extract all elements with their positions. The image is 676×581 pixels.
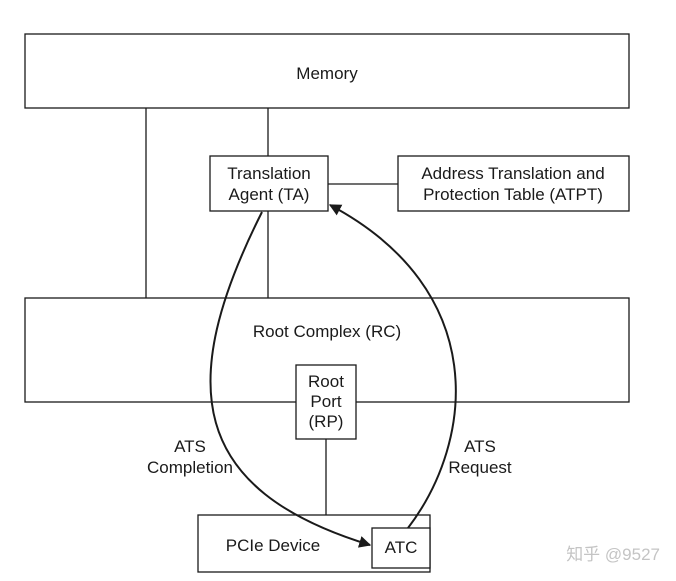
root-port-label-line1: Root — [308, 372, 344, 391]
translation-agent-box — [209, 155, 329, 212]
atpt-box — [397, 155, 630, 212]
ats-completion-label-line1: ATS — [174, 437, 206, 456]
ats-completion-arrow — [209, 211, 372, 548]
atpt-label-line2: Protection Table (ATPT) — [423, 185, 603, 204]
ats-request-label-line2: Request — [448, 458, 512, 477]
pcie-device-label: PCIe Device — [226, 536, 320, 555]
memory-label: Memory — [296, 64, 358, 83]
atc-box — [371, 527, 431, 569]
atpt-label-line1: Address Translation and — [421, 164, 604, 183]
root-port-label-line3: (RP) — [309, 412, 344, 431]
memory-box — [24, 33, 630, 109]
root-port-box — [295, 364, 357, 440]
atc-label: ATC — [385, 538, 418, 557]
root-complex-label: Root Complex (RC) — [253, 322, 401, 341]
ats-completion-label-line2: Completion — [147, 458, 233, 477]
translation-agent-label-line2: Agent (TA) — [229, 185, 310, 204]
translation-agent-label-line1: Translation — [227, 164, 310, 183]
root-port-label-line2: Port — [310, 392, 341, 411]
ats-request-label-line1: ATS — [464, 437, 496, 456]
ats-request-arrow — [328, 204, 457, 529]
watermark: 知乎 @9527 — [566, 545, 660, 564]
